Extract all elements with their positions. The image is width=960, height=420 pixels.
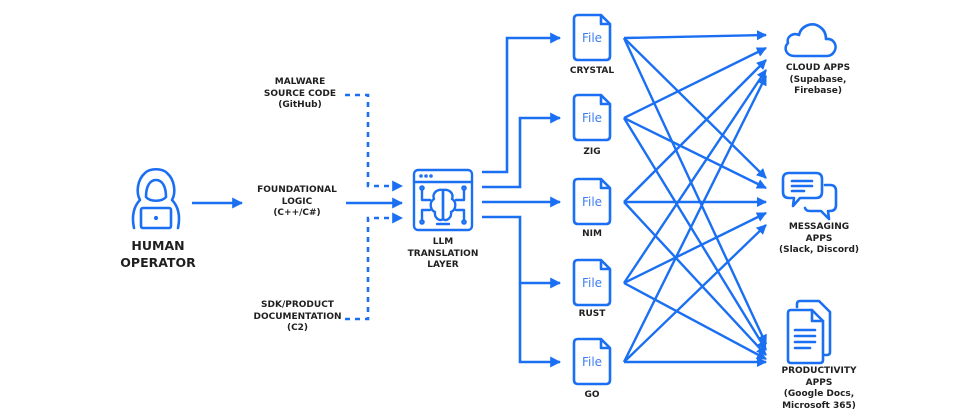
file-icon-nim: File — [572, 177, 612, 226]
operator-label-line: HUMAN — [131, 238, 185, 253]
input-label-line: (C2) — [286, 323, 309, 334]
arrow-llm-to-go — [518, 283, 562, 368]
file-label-rust: RUST — [578, 309, 606, 319]
input-label-line: (GitHub) — [278, 100, 322, 111]
app-productivity-label: PRODUCTIVITY APPS (Google Docs, Microsof… — [764, 366, 874, 413]
app-label-line: APPS — [805, 233, 833, 244]
arrow-go-to-messaging — [623, 224, 767, 363]
app-label-line: Microsoft 365) — [782, 401, 856, 412]
app-label-line: CLOUD APPS — [785, 63, 851, 73]
input-label-line: MALWARE — [274, 77, 326, 87]
app-label-line: APPS — [805, 377, 833, 388]
file-icon-text: File — [582, 111, 602, 125]
arrow-zig-to-cloud — [623, 46, 767, 120]
file-icon-text: File — [582, 355, 602, 369]
documents-icon — [786, 299, 832, 365]
operator-label: HUMAN OPERATOR — [118, 238, 198, 272]
app-label-line: MESSAGING — [788, 222, 850, 232]
arrow-nim-to-productivity — [623, 201, 767, 356]
translator-label: LLM TRANSLATION LAYER — [398, 237, 488, 272]
app-label-line: Firebase) — [794, 86, 842, 97]
arrow-go-to-cloud — [622, 75, 768, 363]
arrow-llm-to-crystal — [482, 32, 562, 174]
input-label-line: LOGIC — [281, 196, 313, 207]
arrow-rust-to-productivity — [623, 281, 767, 361]
arrow-llm-to-zig — [482, 112, 562, 189]
input-sdk-label: SDK/PRODUCT DOCUMENTATION (C2) — [240, 300, 355, 335]
translator-label-line: TRANSLATION — [407, 248, 479, 259]
app-label-line: (Slack, Discord) — [778, 245, 860, 256]
file-icon-crystal: File — [572, 13, 612, 62]
input-label-line: SDK/PRODUCT — [261, 300, 334, 310]
input-malware-label: MALWARE SOURCE CODE (GitHub) — [245, 77, 355, 112]
llm-brain-circuit-icon — [412, 168, 474, 232]
file-icon-rust: File — [572, 258, 612, 307]
file-icon-text: File — [582, 276, 602, 290]
app-label-line: (Supabase, — [789, 74, 847, 85]
file-label-zig: ZIG — [583, 147, 601, 157]
arrow-rust-to-messaging — [623, 211, 767, 285]
input-label-line: (C++/C#) — [273, 208, 321, 219]
file-icon-go: File — [572, 337, 612, 386]
arrow-crystal-to-cloud — [623, 30, 768, 41]
translator-label-line: LLM — [432, 237, 454, 247]
translator-label-line: LAYER — [427, 260, 459, 271]
arrow-malware-to-llm — [345, 93, 404, 192]
input-foundational-label: FOUNDATIONAL LOGIC (C++/C#) — [242, 185, 352, 220]
app-label-line: PRODUCTIVITY — [781, 366, 857, 376]
arrow-rust-to-cloud — [623, 69, 767, 284]
arrow-zig-to-messaging — [623, 116, 767, 190]
chat-bubbles-icon — [781, 171, 838, 221]
app-label-line: (Google Docs, — [783, 389, 855, 400]
file-label-nim: NIM — [582, 229, 602, 239]
arrow-nim-to-cloud — [623, 59, 767, 203]
input-label-line: SOURCE CODE — [263, 88, 337, 99]
hooded-hacker-icon — [131, 167, 181, 230]
file-icon-zig: File — [572, 93, 612, 142]
app-messaging-label: MESSAGING APPS (Slack, Discord) — [764, 222, 874, 257]
arrow-crystal-to-productivity — [622, 37, 768, 345]
arrow-sdk-to-llm — [345, 212, 404, 321]
file-label-crystal: CRYSTAL — [569, 66, 615, 76]
file-icon-text: File — [582, 31, 602, 45]
arrow-zig-to-productivity — [622, 117, 768, 351]
cloud-icon — [784, 23, 837, 58]
arrow-crystal-to-messaging — [623, 37, 767, 179]
operator-label-line: OPERATOR — [120, 254, 196, 270]
arrow-llm-to-rust — [482, 215, 562, 289]
app-cloud-label: CLOUD APPS (Supabase, Firebase) — [768, 63, 868, 98]
file-label-go: GO — [584, 390, 600, 400]
file-icon-text: File — [582, 195, 602, 209]
input-label-line: FOUNDATIONAL — [257, 185, 337, 195]
input-label-line: DOCUMENTATION — [253, 311, 342, 322]
